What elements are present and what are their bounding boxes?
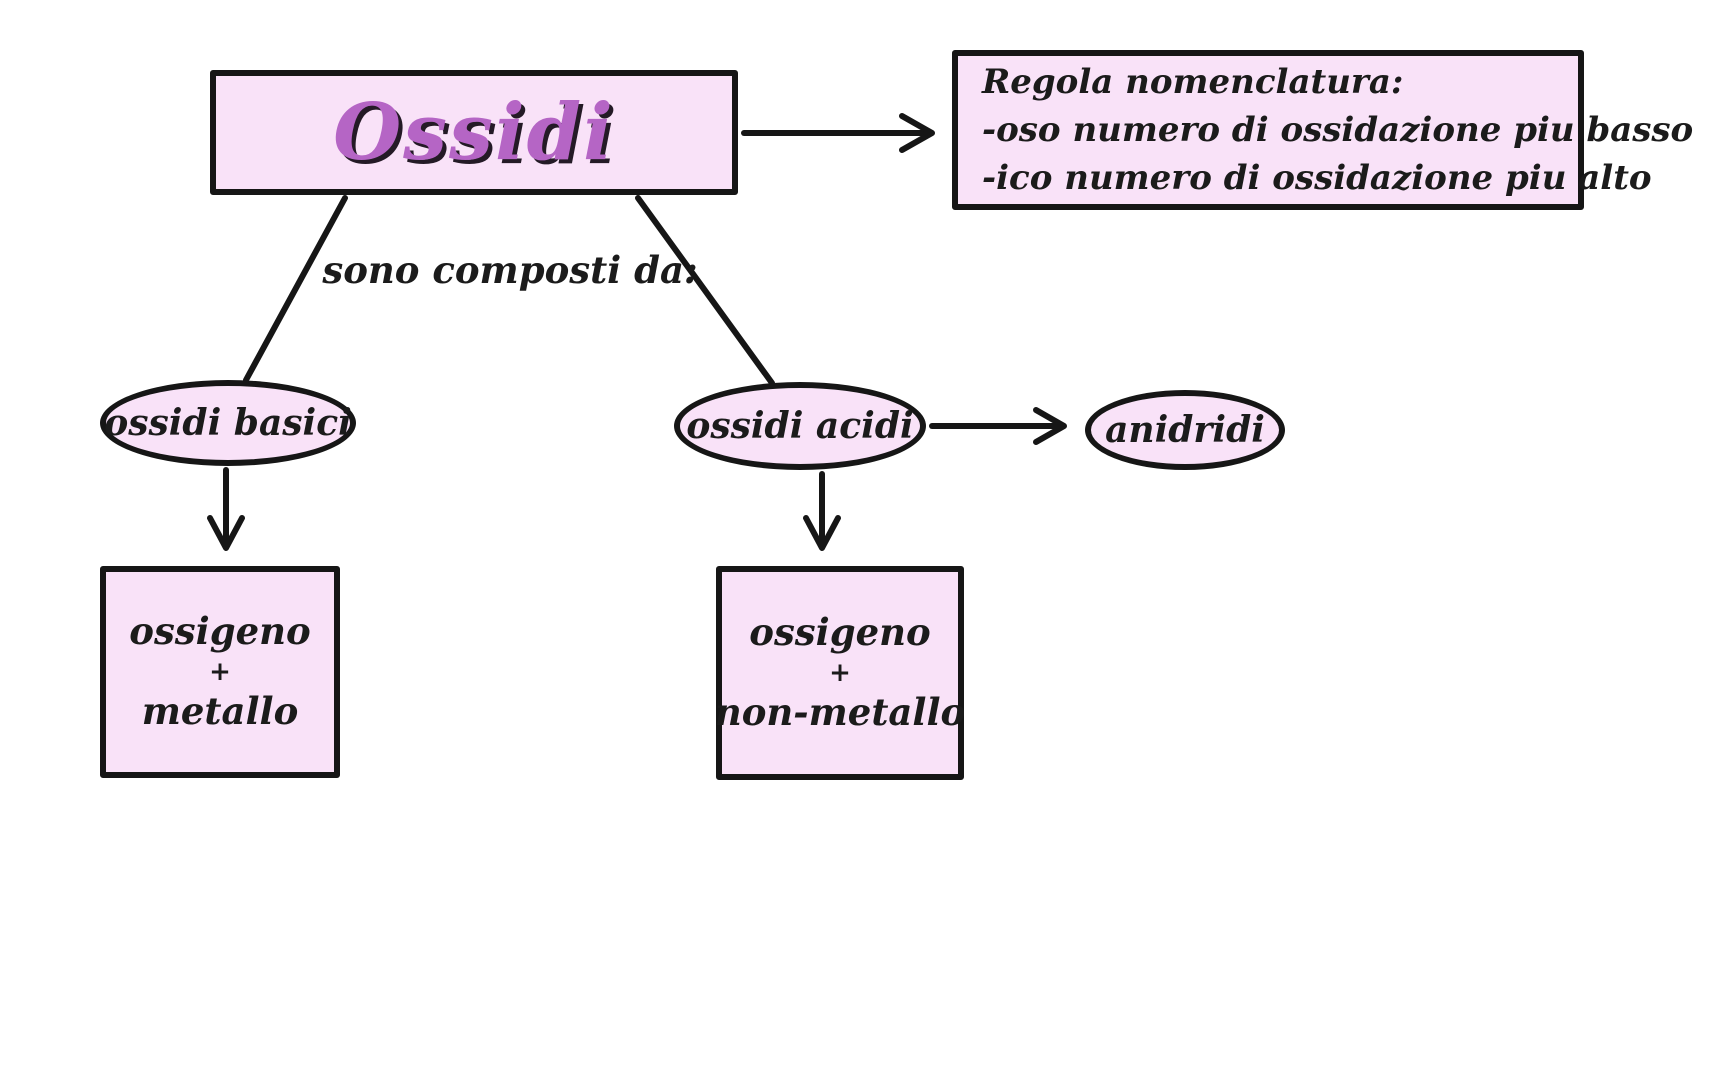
arrow-acid-to-anhydrides-head (1033, 407, 1067, 445)
node-ossidi-basici: ossidi basici (100, 380, 356, 466)
acid-composition-line-3: non-metallo (714, 690, 966, 734)
node-nomenclature-rule: Regola nomenclatura: -oso numero di ossi… (952, 50, 1693, 210)
arrow-acid-to-composition-head (803, 515, 841, 551)
edge-label-composed-of: sono composti da: (322, 248, 698, 292)
node-ossidi-acidi: ossidi acidi (674, 382, 926, 470)
rule-line-1: Regola nomenclatura: (982, 61, 1404, 102)
node-ossigeno-metallo: ossigeno + metallo (100, 566, 340, 778)
ossidi-acidi-label: ossidi acidi (686, 405, 914, 447)
anidridi-label: anidridi (1105, 409, 1265, 451)
acid-composition-line-1: ossigeno (749, 610, 931, 655)
ossidi-title-text: Ossidi (333, 87, 615, 178)
node-ossigeno-non-metallo: ossigeno + non-metallo (714, 566, 966, 780)
basic-composition-line-1: ossigeno (129, 609, 311, 654)
rule-line-3: -ico numero di ossidazione piu alto (982, 158, 1652, 199)
acid-composition-plus: + (829, 658, 851, 688)
arrow-basic-to-composition-head (207, 515, 245, 551)
arrow-title-to-rule-head (899, 113, 935, 153)
basic-composition-plus: + (209, 657, 231, 687)
ossidi-basici-label: ossidi basici (104, 402, 352, 444)
node-ossidi: Ossidi (210, 70, 738, 195)
node-anidridi: anidridi (1085, 390, 1285, 470)
basic-composition-line-3: metallo (141, 689, 299, 733)
rule-line-2: -oso numero di ossidazione piu basso (982, 109, 1694, 150)
